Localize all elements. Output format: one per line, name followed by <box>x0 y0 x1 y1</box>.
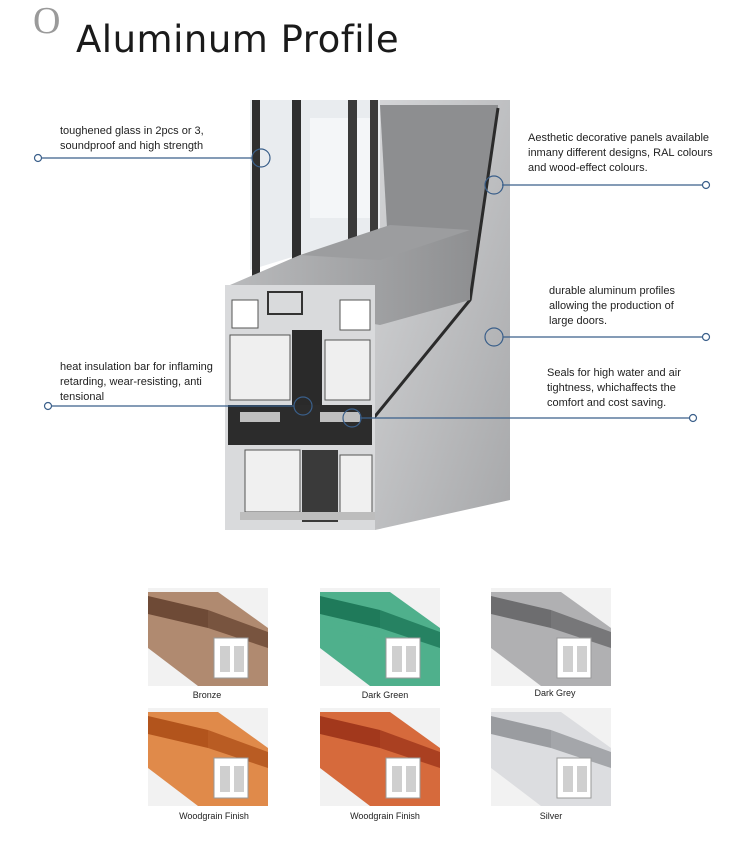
finish-swatch <box>320 708 440 806</box>
glass-bar <box>252 100 260 300</box>
glass-bar <box>292 100 301 310</box>
finish-swatch <box>491 588 611 686</box>
finish-label: Dark Green <box>361 690 409 700</box>
finish-label: Silver <box>539 811 563 821</box>
finish-swatch <box>491 708 611 806</box>
page-title: Aluminum Profile <box>76 18 400 61</box>
glass-bar <box>348 100 357 280</box>
callout-seals: Seals for high water and air tightness, … <box>547 367 681 409</box>
finish-swatch <box>148 708 268 806</box>
section-number: O <box>33 0 61 42</box>
finish-label: Bronze <box>192 690 222 700</box>
finish-label: Woodgrain Finish <box>179 811 249 821</box>
glass-bar <box>370 100 378 270</box>
profile-diagram <box>33 100 711 530</box>
callout-glass: toughened glass in 2pcs or 3, soundproof… <box>60 125 204 152</box>
finish-label: Dark Grey <box>534 688 576 698</box>
finish-swatch <box>148 588 268 686</box>
callout-durable: durable aluminum profiles allowing the p… <box>549 285 675 327</box>
finish-label: Woodgrain Finish <box>350 811 420 821</box>
finish-swatch <box>320 588 440 686</box>
callout-insulation: heat insulation bar for inflaming retard… <box>60 361 213 403</box>
callout-panels: Aesthetic decorative panels available in… <box>528 132 713 174</box>
